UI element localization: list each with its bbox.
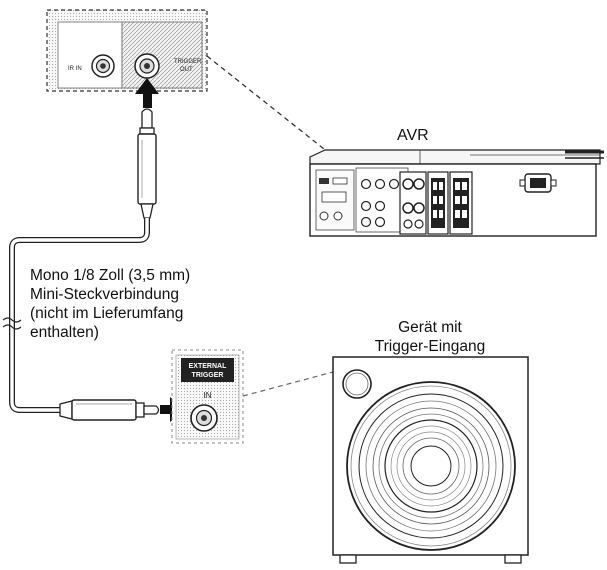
cable-break-mark: [2, 317, 22, 330]
cable-label-line-3: (nicht im Lieferumfang: [30, 305, 184, 322]
external-trigger-panel-zoom: EXTERNAL TRIGGER IN: [171, 349, 244, 444]
trigger-out-jack: [134, 53, 160, 79]
device-label-line-2: Trigger-Eingang: [374, 338, 486, 355]
avr-label: AVR: [397, 127, 429, 144]
trigger-out-label-1: TRIGGER: [174, 59, 202, 65]
mono-mini-cable: [2, 108, 160, 421]
trigger-device-speaker: [332, 356, 529, 564]
ir-in-label: IR IN: [68, 66, 82, 72]
cable-label-line-1: Mono 1/8 Zoll (3,5 mm): [30, 267, 191, 284]
trigger-out-label-2: OUT: [180, 67, 193, 73]
leader-line-device: [242, 371, 334, 397]
cable-plug-top: [137, 108, 157, 219]
external-trigger-label-2: TRIGGER: [192, 372, 224, 379]
ext-in-label: IN: [204, 391, 212, 400]
ir-in-jack: [91, 54, 115, 78]
avr-rear-panel: [309, 149, 604, 237]
device-label-line-1: Gerät mit: [398, 319, 462, 336]
avr-trigger-panel-zoom: IR IN TRIGGER OUT: [46, 9, 208, 92]
cable-label-line-4: enthalten): [30, 324, 99, 341]
external-trigger-jack: [190, 404, 218, 432]
cable-plug-bottom: [59, 399, 160, 421]
arrow-up-icon: [135, 78, 159, 108]
cable-label-line-2: Mini-Steckverbindung: [30, 286, 180, 303]
external-trigger-label-1: EXTERNAL: [189, 363, 227, 370]
